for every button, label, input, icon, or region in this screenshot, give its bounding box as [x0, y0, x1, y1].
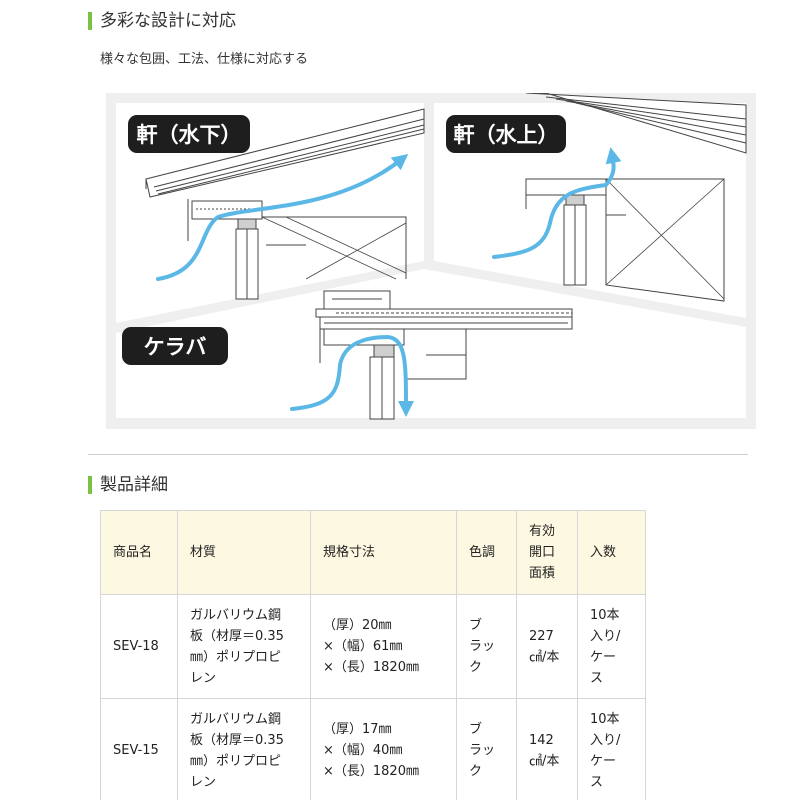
airflow-arrow-eave-upper — [492, 147, 622, 259]
cell-color: ブ ラッ ク — [456, 594, 517, 699]
section-divider — [88, 454, 748, 455]
eave-upper-structure — [525, 93, 747, 302]
badge-verge: ケラバ — [122, 327, 228, 365]
cell-material: ガルバリウム鋼 板（材厚＝0.35 ㎜）ポリプロピ レン — [177, 698, 311, 800]
panel-verge — [116, 269, 746, 418]
installation-diagram: 軒（水下） 軒（水上） — [106, 93, 756, 429]
header-color: 色調 — [456, 510, 517, 595]
header-size: 規格寸法 — [310, 510, 457, 595]
installation-diagram-svg: 軒（水下） 軒（水上） — [106, 93, 756, 429]
cell-size: （厚）17㎜ ×（幅）40㎜ ×（長）1820㎜ — [310, 698, 457, 800]
badge-eave-upper: 軒（水上） — [446, 115, 566, 153]
cell-size: （厚）20㎜ ×（幅）61㎜ ×（長）1820㎜ — [310, 594, 457, 699]
badge-eave-upper-text: 軒（水上） — [454, 123, 559, 147]
table-row: SEV-15 ガルバリウム鋼 板（材厚＝0.35 ㎜）ポリプロピ レン （厚）1… — [100, 698, 646, 800]
cell-color: ブ ラッ ク — [456, 698, 517, 800]
heading-accent-bar — [88, 12, 92, 30]
heading-accent-bar — [88, 476, 92, 494]
section-heading-details-text: 製品詳細 — [100, 475, 168, 495]
section-heading-design-text: 多彩な設計に対応 — [100, 11, 236, 31]
badge-eave-lower: 軒（水下） — [128, 115, 250, 153]
panel-eave-lower — [116, 103, 424, 323]
eave-lower-structure — [145, 108, 425, 300]
header-name: 商品名 — [100, 510, 178, 595]
cell-material: ガルバリウム鋼 板（材厚＝0.35 ㎜）ポリプロピ レン — [177, 594, 311, 699]
header-material: 材質 — [177, 510, 311, 595]
header-opening-area: 有効 開口 面積 — [516, 510, 578, 595]
cell-opening-area: 227 ㎠/本 — [516, 594, 578, 699]
cell-name: SEV-18 — [100, 594, 178, 699]
badge-eave-lower-text: 軒（水下） — [137, 123, 242, 147]
verge-structure — [315, 290, 573, 420]
spec-table: 商品名 材質 規格寸法 色調 有効 開口 面積 入数 SEV-18 ガルバリウム… — [100, 510, 646, 800]
section-description: 様々な包囲、工法、仕様に対応する — [100, 52, 309, 67]
cell-opening-area: 142 ㎠/本 — [516, 698, 578, 800]
section-heading-design: 多彩な設計に対応 — [88, 10, 236, 32]
airflow-arrow-verge — [290, 334, 414, 417]
cell-name: SEV-15 — [100, 698, 178, 800]
badge-verge-text: ケラバ — [144, 335, 207, 359]
cell-quantity: 10本 入り/ ケー ス — [577, 594, 646, 699]
table-row: SEV-18 ガルバリウム鋼 板（材厚＝0.35 ㎜）ポリプロピ レン （厚）2… — [100, 594, 646, 699]
cell-quantity: 10本 入り/ ケー ス — [577, 698, 646, 800]
table-header-row: 商品名 材質 規格寸法 色調 有効 開口 面積 入数 — [100, 510, 646, 595]
header-quantity: 入数 — [577, 510, 646, 595]
section-heading-details: 製品詳細 — [88, 474, 168, 496]
airflow-arrow-eave-lower — [156, 154, 409, 281]
